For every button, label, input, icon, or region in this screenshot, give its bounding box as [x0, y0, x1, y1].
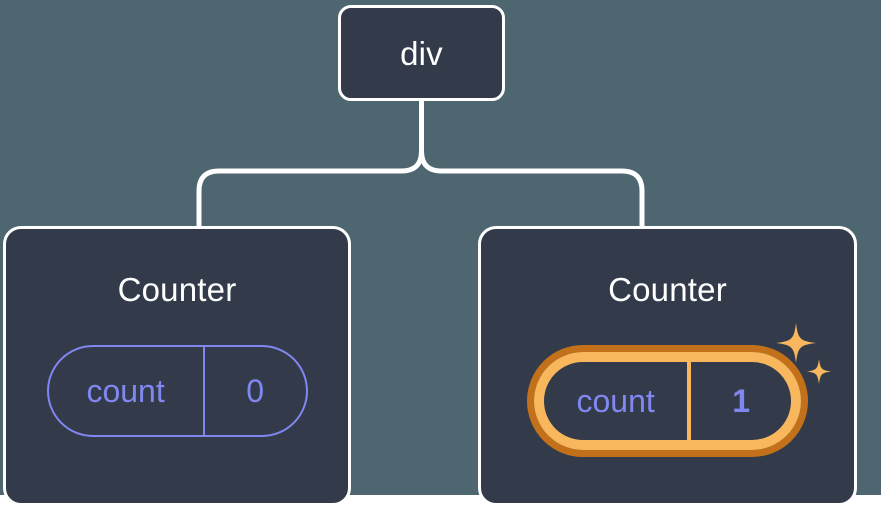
state-value: 1 [687, 362, 791, 440]
state-pill-wrapper: count 1 [481, 323, 854, 457]
state-key: count [86, 373, 165, 409]
state-pill-wrapper: count 0 [6, 345, 348, 437]
node-counter-left[interactable]: Counter count 0 [3, 226, 351, 506]
node-title: Counter [117, 271, 237, 308]
state-pill-highlighted[interactable]: count 1 [527, 345, 808, 457]
tree-connectors [196, 101, 645, 229]
node-title: Counter [608, 271, 727, 308]
node-root-div[interactable]: div [338, 5, 505, 101]
state-pill-inner-ring: count 1 [534, 352, 801, 450]
node-counter-right[interactable]: Counter count 1 [478, 226, 857, 506]
state-key: count [576, 383, 655, 419]
node-root-label: div [400, 34, 443, 72]
state-value: 0 [202, 347, 306, 435]
state-pill[interactable]: count 0 [46, 345, 308, 437]
